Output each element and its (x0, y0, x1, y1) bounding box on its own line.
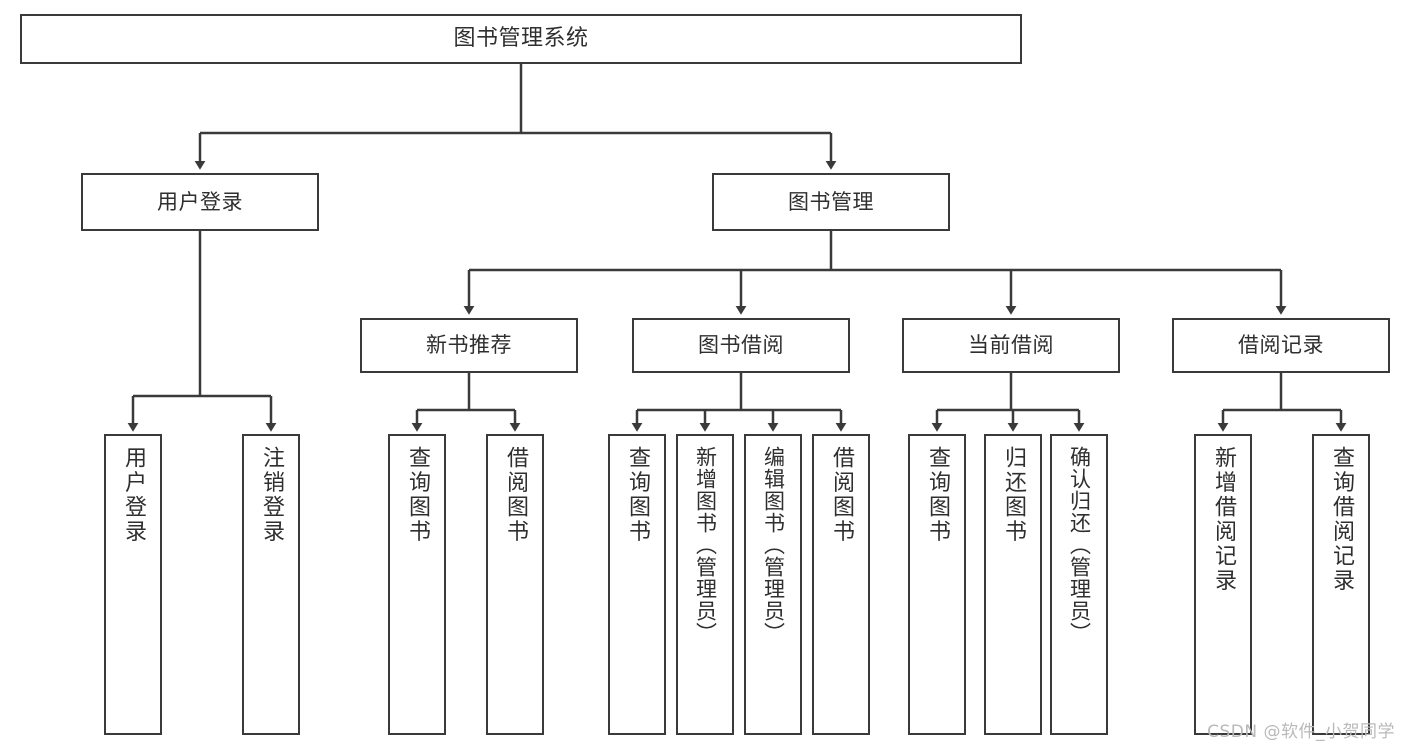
leaf-query-book-2-label: 查询图书 (625, 446, 650, 544)
leaf-logout[interactable]: 注销登录 (242, 434, 300, 735)
leaf-edit-book-label: 编辑图书（管理员） (761, 446, 786, 644)
csdn-watermark: CSDN @软件_小贺同学 (1207, 722, 1395, 742)
edge-group-borrow-record (1217, 373, 1347, 432)
edge-group-book-manage (463, 231, 1287, 315)
node-borrow-record[interactable]: 借阅记录 (1172, 318, 1390, 373)
leaf-query-record[interactable]: 查询借阅记录 (1312, 434, 1370, 735)
leaf-query-book-1-label: 查询图书 (405, 446, 430, 544)
node-current-borrow[interactable]: 当前借阅 (902, 318, 1120, 373)
leaf-user-login-label: 用户登录 (121, 446, 146, 544)
leaf-return-book[interactable]: 归还图书 (984, 434, 1042, 735)
leaf-logout-label: 注销登录 (259, 446, 284, 544)
leaf-query-book-2[interactable]: 查询图书 (608, 434, 666, 735)
node-root[interactable]: 图书管理系统 (20, 14, 1022, 64)
node-book-manage-label: 图书管理 (788, 189, 874, 214)
node-root-label: 图书管理系统 (453, 26, 589, 52)
edge-group-book-borrow (631, 373, 847, 432)
leaf-borrow-book-2-label: 借阅图书 (829, 446, 854, 544)
leaf-add-book-label: 新增图书（管理员） (693, 446, 718, 644)
leaf-borrow-book-1-label: 借阅图书 (503, 446, 528, 544)
leaf-user-login[interactable]: 用户登录 (104, 434, 162, 735)
leaf-return-book-label: 归还图书 (1001, 446, 1026, 544)
leaf-confirm-return[interactable]: 确认归还（管理员） (1050, 434, 1108, 735)
edge-group-user-login (127, 231, 277, 432)
leaf-add-record-label: 新增借阅记录 (1211, 446, 1236, 593)
leaf-add-record[interactable]: 新增借阅记录 (1194, 434, 1252, 735)
node-borrow-record-label: 借阅记录 (1238, 333, 1324, 358)
leaf-borrow-book-2[interactable]: 借阅图书 (812, 434, 870, 735)
edge-group-current-borrow (931, 373, 1085, 432)
leaf-query-book-1[interactable]: 查询图书 (388, 434, 446, 735)
leaf-edit-book[interactable]: 编辑图书（管理员） (744, 434, 802, 735)
leaf-query-record-label: 查询借阅记录 (1329, 446, 1354, 593)
node-user-login[interactable]: 用户登录 (81, 173, 319, 231)
node-book-manage[interactable]: 图书管理 (712, 173, 950, 231)
leaf-confirm-return-label: 确认归还（管理员） (1067, 446, 1092, 644)
node-user-login-label: 用户登录 (157, 189, 243, 214)
edge-group-root (194, 64, 837, 170)
node-new-book-recommend-label: 新书推荐 (426, 333, 512, 358)
leaf-add-book[interactable]: 新增图书（管理员） (676, 434, 734, 735)
leaf-borrow-book-1[interactable]: 借阅图书 (486, 434, 544, 735)
node-book-borrow[interactable]: 图书借阅 (632, 318, 850, 373)
node-current-borrow-label: 当前借阅 (968, 333, 1054, 358)
edge-group-new-book-recommend (411, 373, 521, 432)
leaf-query-book-3[interactable]: 查询图书 (908, 434, 966, 735)
node-new-book-recommend[interactable]: 新书推荐 (360, 318, 578, 373)
node-book-borrow-label: 图书借阅 (698, 333, 784, 358)
leaf-query-book-3-label: 查询图书 (925, 446, 950, 544)
